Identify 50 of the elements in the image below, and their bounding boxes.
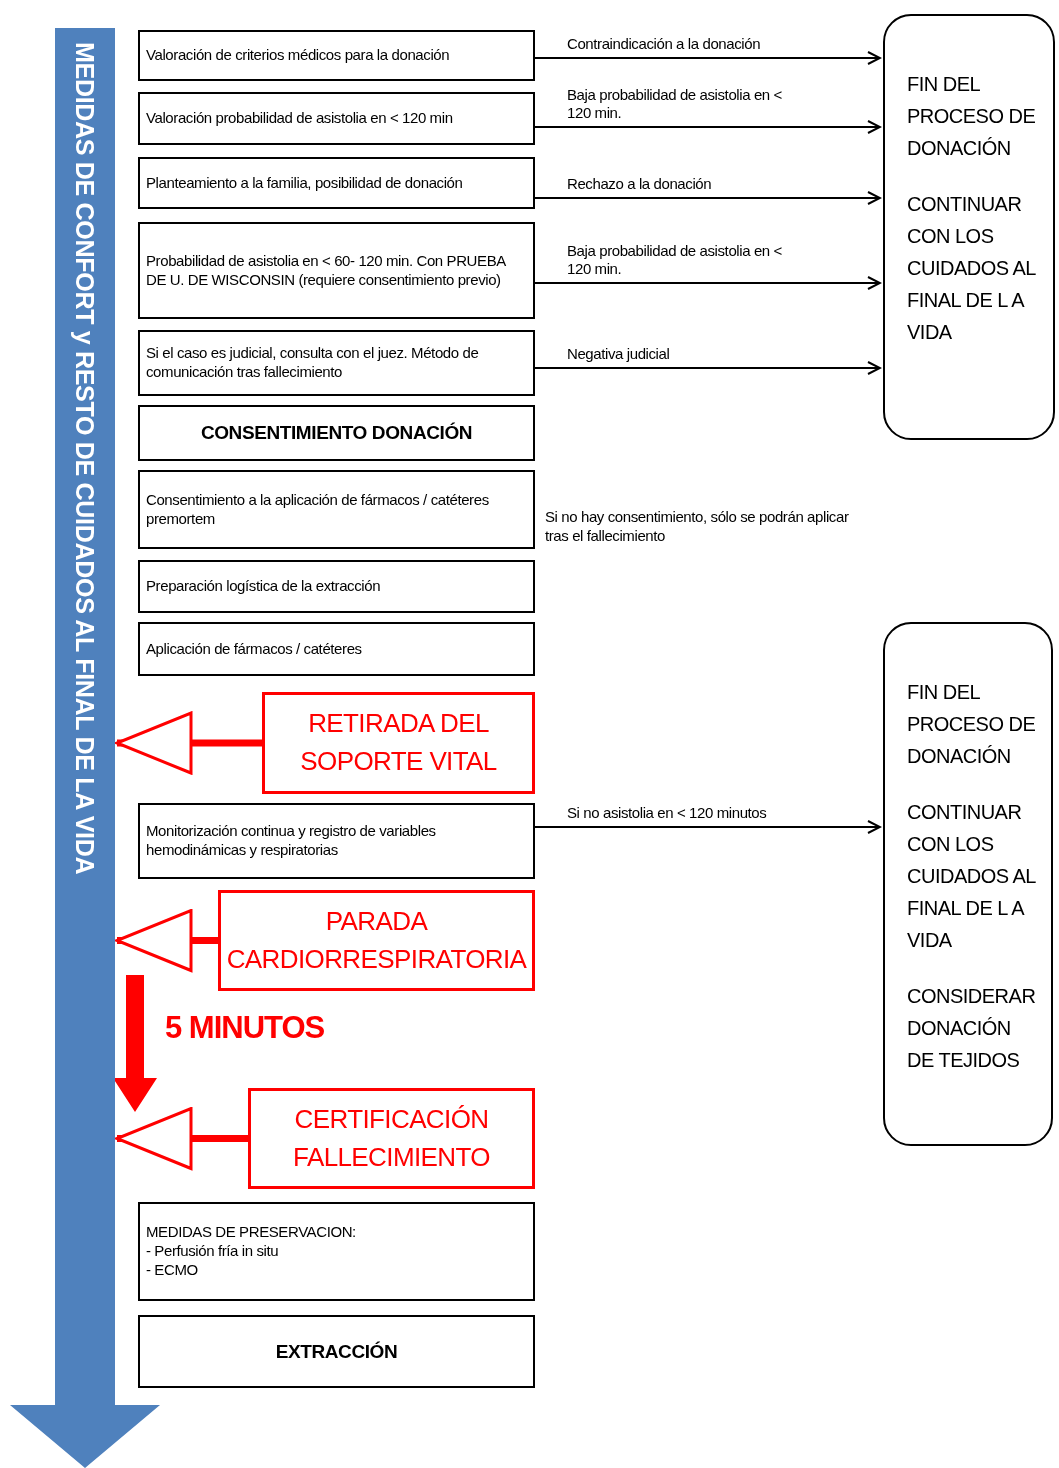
process-box [138, 405, 535, 461]
arrow [534, 191, 881, 205]
box-text: CONTINUAR CON LOS CUIDADOS AL FINAL DE L A VIDA [907, 192, 1037, 345]
box-text: Probabilidad de asistolia en < 60- 120 min. Con PRUEBA DE U. DE WISCONSIN (requiere consentimiento previo) [146, 251, 507, 290]
box-text: MEDIDAS DE PRESERVACION: [146, 1223, 357, 1243]
box-text: Aplicación de fármacos / catéteres [146, 639, 363, 659]
process-box [138, 222, 535, 319]
box-text: Valoración probabilidad de asistolia en < 120 min [146, 109, 454, 128]
arrow [534, 120, 881, 134]
alert-box [262, 692, 535, 794]
block-arrow [115, 909, 218, 972]
duration-label: 5 MINUTOS [165, 1010, 325, 1046]
box-text: FIN DEL PROCESO DE DONACIÓN [907, 680, 1037, 769]
process-box [138, 470, 535, 549]
box-text: - Perfusión fría in situ [146, 1242, 280, 1261]
process-box [138, 803, 535, 879]
vertical-title: MEDIDAS DE CONFORT y RESTO DE CUIDADOS AL FINAL DE LA VIDA [70, 42, 100, 875]
box-text: FIN DEL PROCESO DE DONACIÓN [907, 72, 1037, 161]
process-box [138, 1315, 535, 1388]
arrow [534, 820, 881, 834]
box-text: Planteamiento a la familia, posibilidad de donación [146, 173, 464, 193]
block-arrow [115, 1107, 248, 1170]
box-text: - ECMO [146, 1260, 199, 1280]
rounded-box [883, 14, 1055, 440]
box-text: Preparación logística de la extracción [146, 577, 382, 596]
process-box [138, 330, 535, 396]
block-arrow [115, 711, 262, 775]
box-text: Consentimiento a la aplicación de fármacos / catéteres premortem [146, 490, 490, 529]
box-text: CONSIDERAR DONACIÓN DE TEJIDOS [907, 984, 1037, 1073]
box-text: CONTINUAR CON LOS CUIDADOS AL FINAL DE L A VIDA [907, 800, 1037, 953]
process-box [138, 30, 535, 81]
arrow [534, 276, 881, 290]
process-box [138, 92, 535, 145]
box-text: Monitorización continua y registro de variables hemodinámicas y respiratorias [146, 822, 437, 860]
process-box [138, 622, 535, 676]
box-text: CONSENTIMIENTO DONACIÓN [200, 421, 473, 445]
box-text: PARADA CARDIORRESPIRATORIA [226, 904, 527, 976]
process-box [138, 560, 535, 613]
process-box [138, 157, 535, 209]
box-text: RETIRADA DEL SOPORTE VITAL [299, 707, 498, 778]
box-text: EXTRACCIÓN [275, 1339, 398, 1364]
box-text: Valoración de criterios médicos para la donación [146, 46, 451, 65]
rounded-box [883, 622, 1053, 1146]
arrow [534, 361, 881, 375]
arrow [534, 51, 881, 65]
alert-box [218, 890, 535, 991]
box-text: CERTIFICACIÓN FALLECIMIENTO [292, 1102, 491, 1174]
alert-box [248, 1088, 535, 1189]
box-text: Si el caso es judicial, consulta con el juez. Método de comunicación tras fallecimiento [146, 344, 480, 382]
process-box [138, 1202, 535, 1301]
